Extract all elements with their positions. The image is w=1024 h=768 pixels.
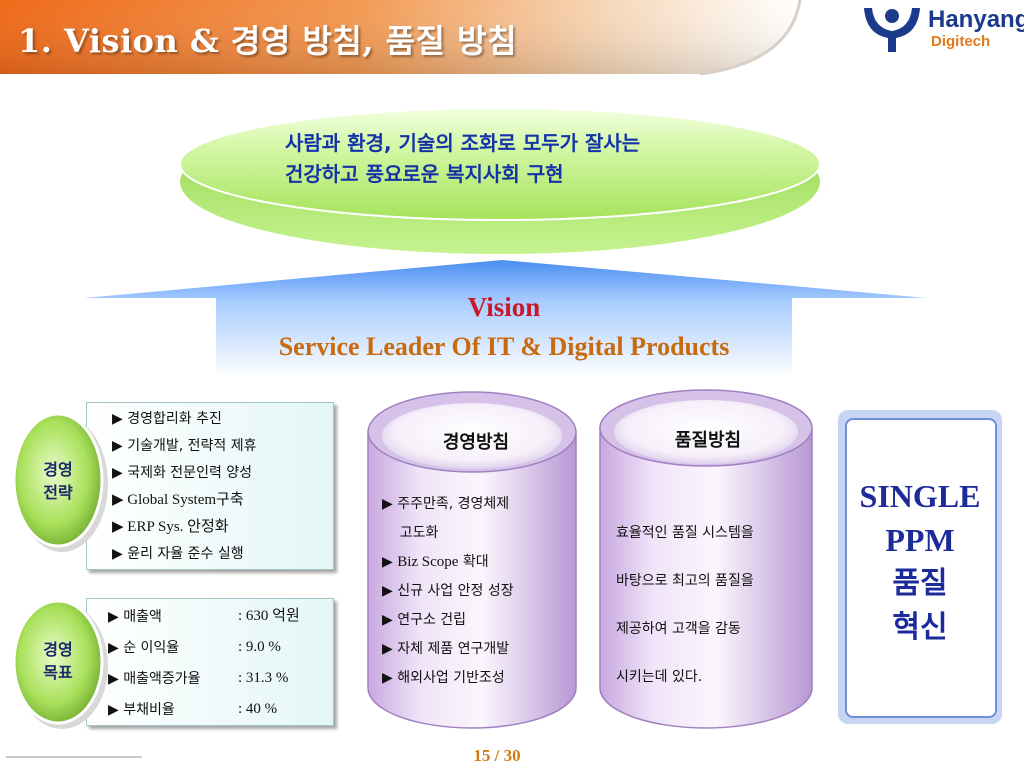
goal-label: ▶ 매출액 (108, 609, 162, 625)
vision-ellipse-line2: 건강하고 풍요로운 복지사회 구현 (285, 162, 564, 186)
list-item: ▶ 기술개발, 전략적 제휴 (112, 438, 257, 454)
management-policy-title: 경영방침 (442, 432, 510, 453)
table-row: ▶ 매출액증가율 : 31.3 % (108, 666, 328, 697)
footer-divider (6, 756, 142, 758)
strategy-list: ▶ 경영합리화 추진 ▶ 기술개발, 전략적 제휴 ▶ 국제화 전문인력 양성 … (112, 408, 257, 570)
vision-ellipse-line1: 사람과 환경, 기술의 조화로 모두가 잘사는 (285, 131, 641, 155)
goals-circle-line1: 경영 (43, 640, 73, 659)
goal-label: ▶ 매출액증가율 (108, 671, 201, 687)
policy-cylinders (367, 389, 813, 729)
list-item: ▶ Biz Scope 확대 (382, 554, 489, 570)
vision-ellipse-text: 사람과 환경, 기술의 조화로 모두가 잘사는 건강하고 풍요로운 복지사회 구… (285, 128, 765, 190)
logo-subwordmark: Digitech (931, 33, 991, 50)
goal-value: : 9.0 % (238, 639, 281, 655)
single-ppm-line1: SINGLE (859, 478, 981, 514)
quality-policy-text: 효율적인 품질 시스템을 바탕으로 최고의 품질을 제공하여 고객을 감동 시키… (616, 520, 754, 712)
goal-value: : 630 억원 (238, 608, 300, 624)
list-item: ▶ 국제화 전문인력 양성 (112, 465, 253, 481)
list-item: ▶ 윤리 자율 준수 실행 (112, 546, 244, 562)
strategy-circle-line1: 경영 (43, 460, 73, 479)
title-banner (0, 0, 810, 78)
list-item: ▶ 경영합리화 추진 (112, 411, 222, 427)
single-ppm-line2: PPM (885, 522, 955, 558)
list-item: ▶ ERP Sys. 안정화 (112, 519, 229, 535)
vision-ellipse (179, 107, 821, 254)
management-policy-list: ▶ 주주만족, 경영체제 고도화 ▶ Biz Scope 확대 ▶ 신규 사업 … (382, 492, 514, 695)
quality-policy-title: 품질방침 (674, 430, 742, 451)
quality-cylinder (599, 389, 813, 729)
goals-box (86, 598, 334, 726)
goals-circle (12, 599, 108, 729)
list-item: ▶ 연구소 건립 (382, 612, 467, 628)
logo-wordmark: Hanyang (928, 6, 1024, 33)
single-ppm-panel (845, 418, 997, 718)
single-ppm-text: SINGLE PPM 품질 혁신 (840, 474, 1000, 650)
table-row: ▶ 매출액 : 630 억원 (108, 604, 328, 635)
list-item: ▶ 해외사업 기반조성 (382, 670, 505, 686)
table-row: ▶ 순 이익율 : 9.0 % (108, 635, 328, 666)
list-item: ▶ 주주만족, 경영체제 (382, 496, 510, 512)
strategy-circle-label: 경영 전략 (20, 458, 96, 504)
strategy-box (86, 402, 334, 570)
goal-label: ▶ 부채비율 (108, 702, 175, 718)
goals-circle-line2: 목표 (43, 663, 73, 682)
vision-arrow-shape (84, 260, 926, 378)
page-number: 15 / 30 (473, 746, 521, 765)
management-cylinder (367, 391, 577, 729)
goal-value: : 31.3 % (238, 670, 289, 686)
list-item: ▶ Global System구축 (112, 492, 244, 508)
quality-line: 시키는데 있다. (616, 669, 703, 685)
single-ppm-line4: 혁신 (892, 610, 948, 645)
goals-circle-label: 경영 목표 (20, 638, 96, 684)
goal-value: : 40 % (238, 701, 278, 717)
list-item: 고도화 (382, 525, 439, 541)
quality-line: 바탕으로 최고의 품질을 (616, 573, 754, 589)
list-item: ▶ 신규 사업 안정 성장 (382, 583, 514, 599)
strategy-circle-line2: 전략 (43, 483, 73, 502)
table-row: ▶ 부채비율 : 40 % (108, 697, 328, 728)
hanyang-logo-icon (864, 8, 920, 52)
list-item: ▶ 자체 제품 연구개발 (382, 641, 510, 657)
quality-line: 제공하여 고객을 감동 (616, 621, 741, 637)
strategy-circle (12, 412, 108, 552)
vision-statement: Service Leader Of IT & Digital Products (278, 332, 730, 361)
vision-label: Vision (467, 292, 541, 322)
goal-label: ▶ 순 이익율 (108, 640, 180, 656)
company-logo (860, 4, 1024, 56)
quality-line: 효율적인 품질 시스템을 (616, 525, 754, 541)
goals-list: ▶ 매출액 : 630 억원 ▶ 순 이익율 : 9.0 % ▶ 매출액증가율 … (108, 604, 328, 728)
page-title: 1. Vision & 경영 방침, 품질 방침 (18, 22, 518, 60)
single-ppm-line3: 품질 (892, 566, 948, 601)
